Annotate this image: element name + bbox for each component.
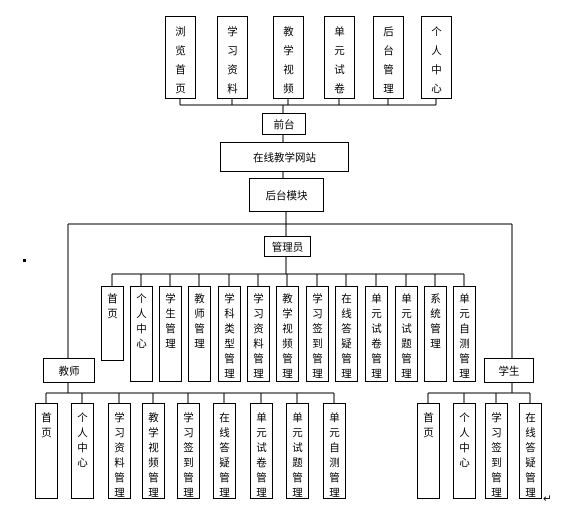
admin-module-a4: 教师管理 bbox=[188, 286, 211, 382]
admin-node: 管理员 bbox=[264, 236, 311, 257]
site-node-label: 在线教学网站 bbox=[253, 151, 316, 164]
module-boxes: 浏览首页学习资料教学视频单元试卷后台管理个人中心前台在线教学网站后台模块管理员首… bbox=[35, 16, 542, 499]
teacher-node: 教师 bbox=[43, 358, 95, 383]
admin-module-a5: 学科类型管理 bbox=[218, 286, 241, 382]
teacher-module-t8-label: 单元试题管理 bbox=[292, 412, 303, 499]
student-module-s4: 在线答疑管理 bbox=[519, 403, 542, 499]
student-module-s1-label: 首页 bbox=[423, 411, 434, 439]
teacher-module-t5-label: 学习签到管理 bbox=[183, 411, 194, 499]
front-module-f3-label: 教学视频 bbox=[283, 25, 294, 95]
backend-node-label: 后台模块 bbox=[266, 189, 308, 202]
front-module-f4: 单元试卷 bbox=[324, 16, 355, 99]
admin-module-a13-label: 单元自测管理 bbox=[459, 293, 470, 380]
admin-module-a2: 个人中心 bbox=[130, 286, 153, 382]
front-module-f5: 后台管理 bbox=[373, 16, 404, 99]
admin-module-a12: 系统管理 bbox=[424, 286, 447, 382]
teacher-module-t8: 单元试题管理 bbox=[286, 403, 309, 499]
admin-module-a3-label: 学生管理 bbox=[165, 292, 176, 350]
admin-module-a7: 教学视频管理 bbox=[276, 286, 299, 382]
admin-module-a11: 单元试题管理 bbox=[395, 286, 418, 382]
admin-module-a10: 单元试卷管理 bbox=[365, 286, 388, 382]
admin-module-a2-label: 个人中心 bbox=[136, 293, 147, 350]
front-module-f1-label: 浏览首页 bbox=[175, 25, 186, 95]
student-module-s2: 个人中心 bbox=[453, 403, 476, 499]
frontend-node-label: 前台 bbox=[274, 118, 295, 131]
teacher-module-t2-label: 个人中心 bbox=[77, 412, 88, 469]
anchor-marker bbox=[23, 259, 26, 262]
connector-lines bbox=[45, 98, 531, 403]
admin-module-a8: 学习签到管理 bbox=[306, 286, 329, 382]
teacher-module-t6-label: 在线答疑管理 bbox=[219, 412, 230, 499]
front-module-f4-label: 单元试卷 bbox=[334, 26, 345, 95]
student-module-s2-label: 个人中心 bbox=[459, 412, 470, 469]
frontend-node: 前台 bbox=[262, 113, 306, 135]
front-module-f6-label: 个人中心 bbox=[431, 26, 442, 95]
teacher-module-t3: 学习资料管理 bbox=[108, 403, 131, 499]
admin-module-a5-label: 学科类型管理 bbox=[224, 292, 235, 380]
admin-module-a12-label: 系统管理 bbox=[430, 293, 441, 350]
admin-module-a9: 在线答疑管理 bbox=[335, 286, 358, 382]
teacher-module-t7-label: 单元试卷管理 bbox=[256, 412, 267, 499]
admin-module-a13: 单元自测管理 bbox=[453, 286, 476, 382]
student-module-s4-label: 在线答疑管理 bbox=[525, 412, 536, 499]
admin-module-a1: 首页 bbox=[101, 286, 124, 361]
student-module-s3: 学习签到管理 bbox=[485, 403, 508, 499]
admin-module-a4-label: 教师管理 bbox=[194, 292, 205, 350]
front-module-f5-label: 后台管理 bbox=[383, 26, 394, 95]
student-node-label: 学生 bbox=[499, 365, 520, 378]
paragraph-mark: ↵ bbox=[543, 493, 552, 505]
site-node: 在线教学网站 bbox=[220, 142, 349, 172]
admin-module-a6: 学习资料管理 bbox=[247, 286, 270, 382]
teacher-module-t4: 教学视频管理 bbox=[142, 403, 165, 499]
admin-module-a7-label: 教学视频管理 bbox=[282, 292, 293, 380]
teacher-module-t1: 首页 bbox=[35, 403, 58, 499]
teacher-module-t9-label: 单元自测管理 bbox=[329, 412, 340, 499]
front-module-f3: 教学视频 bbox=[273, 16, 304, 99]
teacher-module-t7: 单元试卷管理 bbox=[250, 403, 273, 499]
front-module-f2-label: 学习资料 bbox=[227, 25, 238, 95]
admin-module-a3: 学生管理 bbox=[159, 286, 182, 382]
admin-module-a10-label: 单元试卷管理 bbox=[371, 293, 382, 380]
teacher-module-t1-label: 首页 bbox=[41, 411, 52, 439]
student-module-s1: 首页 bbox=[417, 403, 440, 499]
admin-module-a11-label: 单元试题管理 bbox=[401, 293, 412, 380]
admin-module-a6-label: 学习资料管理 bbox=[253, 292, 264, 380]
teacher-module-t3-label: 学习资料管理 bbox=[114, 411, 125, 499]
admin-module-a8-label: 学习签到管理 bbox=[312, 292, 323, 380]
teacher-module-t4-label: 教学视频管理 bbox=[148, 411, 159, 499]
admin-module-a9-label: 在线答疑管理 bbox=[341, 293, 352, 380]
admin-module-a1-label: 首页 bbox=[107, 292, 118, 320]
teacher-module-t5: 学习签到管理 bbox=[177, 403, 200, 499]
teacher-module-t2: 个人中心 bbox=[71, 403, 94, 499]
front-module-f2: 学习资料 bbox=[217, 16, 248, 99]
teacher-module-t6: 在线答疑管理 bbox=[213, 403, 236, 499]
student-node: 学生 bbox=[484, 358, 534, 383]
front-module-f1: 浏览首页 bbox=[165, 16, 196, 99]
front-module-f6: 个人中心 bbox=[421, 16, 452, 99]
backend-node: 后台模块 bbox=[249, 178, 324, 212]
teacher-module-t9: 单元自测管理 bbox=[323, 403, 346, 499]
teacher-node-label: 教师 bbox=[59, 365, 80, 378]
admin-node-label: 管理员 bbox=[272, 241, 304, 254]
student-module-s3-label: 学习签到管理 bbox=[491, 411, 502, 499]
